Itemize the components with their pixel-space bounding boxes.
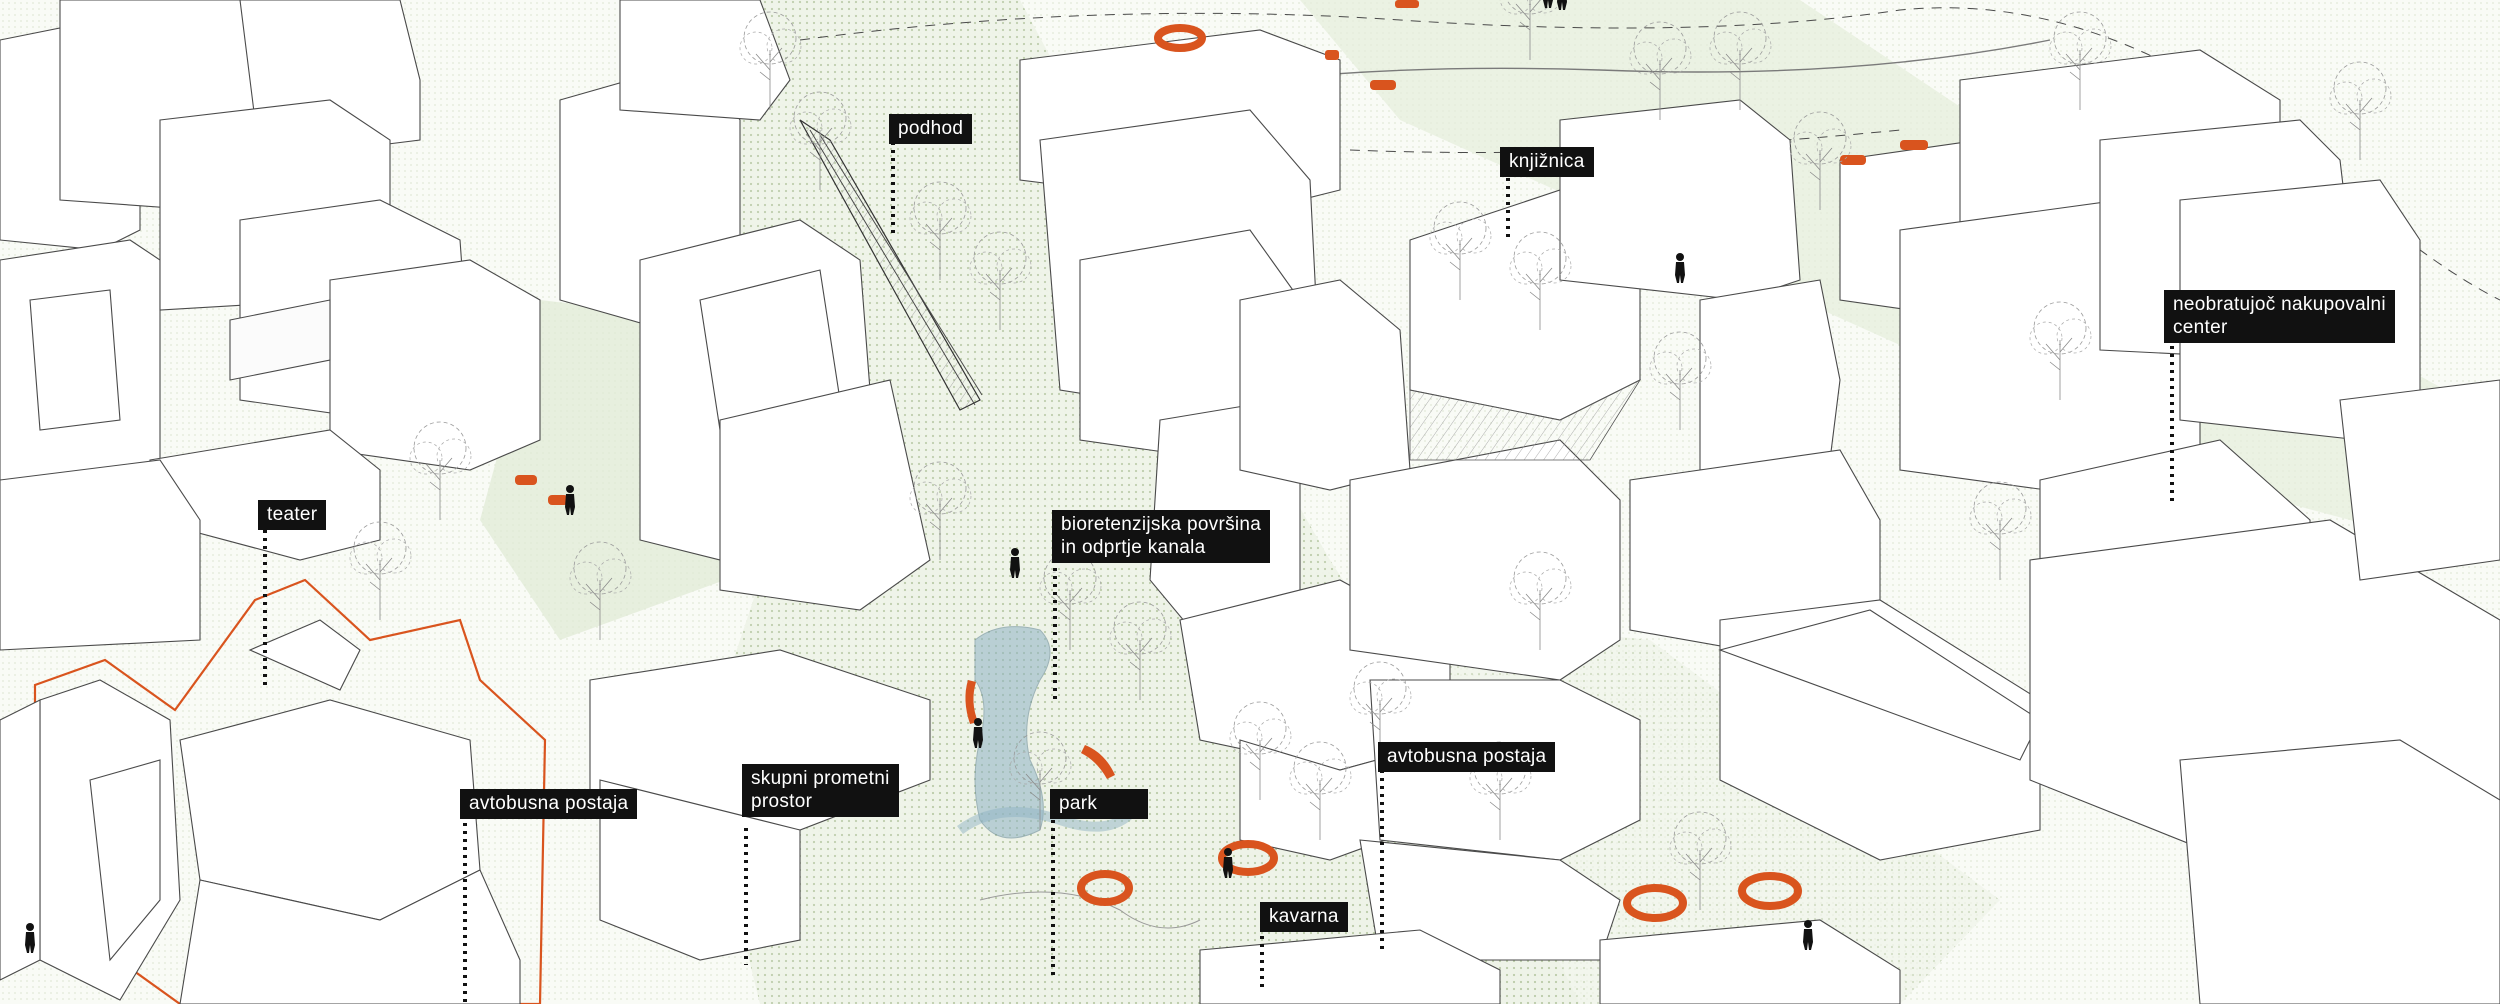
label-bioretenzijska-povrsina: bioretenzijska površina in odprtje kanal… (1052, 510, 1271, 563)
label-park: park (1050, 789, 1148, 819)
label-avtobusna-postaja-left: avtobusna postaja (460, 789, 638, 819)
label-teater: teater (258, 500, 327, 530)
label-skupni-prometni-prostor: skupni prometni prostor (742, 764, 899, 817)
label-knjiznica: knjižnica (1500, 147, 1594, 177)
label-neobratujoc-nakupovalni-center: neobratujoč nakupovalni center (2164, 290, 2395, 343)
label-podhod: podhod (889, 114, 973, 144)
label-avtobusna-postaja-right: avtobusna postaja (1378, 742, 1556, 772)
label-kavarna: kavarna (1260, 902, 1348, 932)
